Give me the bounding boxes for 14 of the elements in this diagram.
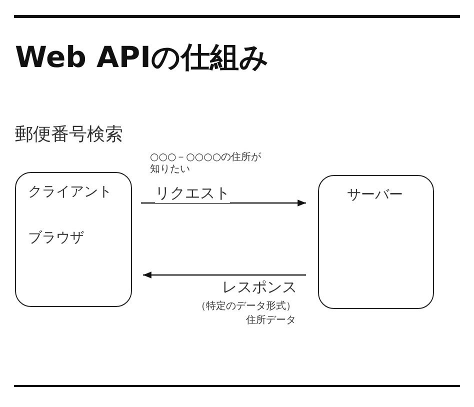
- rounded-box: [318, 175, 434, 309]
- node-label: クライアント: [28, 183, 112, 201]
- subheading: 郵便番号検索: [15, 125, 123, 146]
- annotation-text: 住所データ: [246, 315, 296, 326]
- annotation-text: （特定のデータ形式）: [196, 301, 296, 312]
- arrow: [143, 272, 306, 278]
- title: Web APIの仕組み: [15, 39, 269, 76]
- edge-label: レスポンス: [222, 278, 297, 297]
- node-label: サーバー: [347, 186, 403, 204]
- arrow: [141, 200, 306, 206]
- node-label: ブラウザ: [28, 229, 84, 247]
- annotation-text: ○○○－○○○○の住所が知りたい: [150, 152, 262, 175]
- rounded-box: [15, 172, 132, 307]
- edge-label: リクエスト: [155, 184, 230, 203]
